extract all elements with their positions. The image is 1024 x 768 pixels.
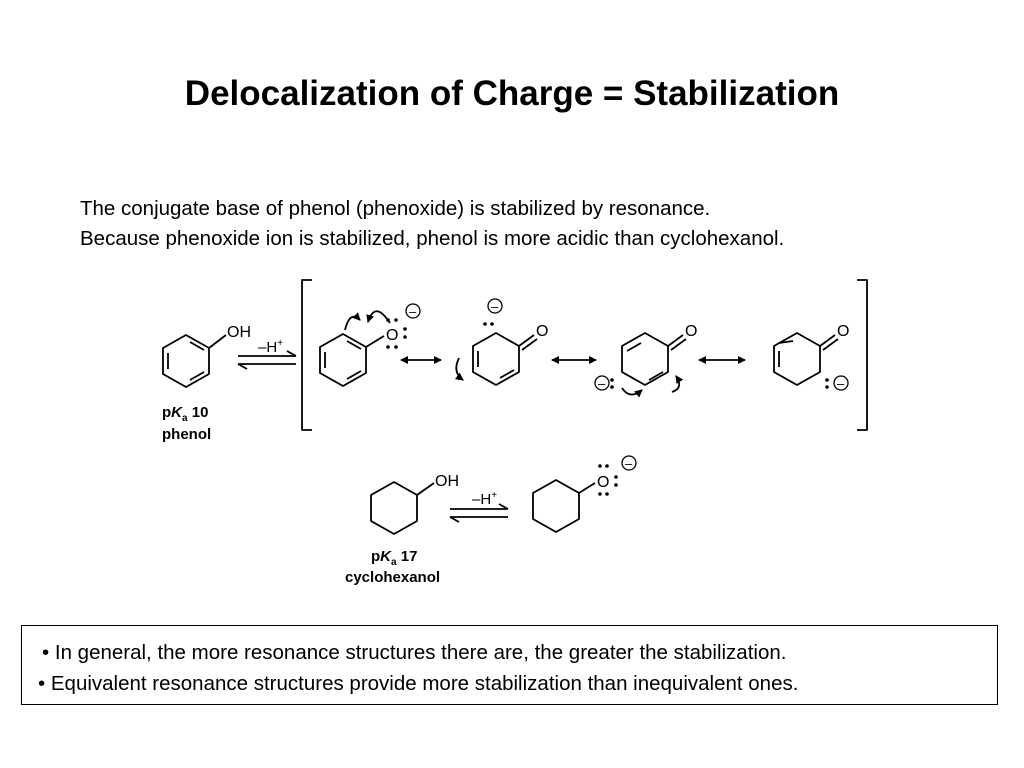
para-carbanion-structure <box>621 332 687 398</box>
carbanion-oxygen-label-2: O <box>685 323 697 340</box>
charge-circle-1 <box>405 303 421 319</box>
equilibrium-arrows-phenol <box>237 350 297 370</box>
intro-line-2: Because phenoxide ion is stabilized, phe… <box>80 227 785 250</box>
phenol-structure <box>162 334 227 388</box>
charge-sign-1: – <box>409 304 417 319</box>
intro-line-1: The conjugate base of phenol (phenoxide)… <box>80 197 711 220</box>
cyclohexanol-name-label: cyclohexanol <box>345 569 440 586</box>
lone-pair-dots <box>386 318 829 496</box>
phenol-oh-label: OH <box>227 324 251 341</box>
charge-circles <box>405 298 849 471</box>
charge-circle-5 <box>621 455 637 471</box>
charge-sign-2: – <box>491 299 499 314</box>
bullet-2: • Equivalent resonance structures provid… <box>38 672 799 695</box>
charge-circle-3 <box>594 375 610 391</box>
phenol-pka-label: pKa 10 <box>162 404 208 424</box>
ortho-carbanion-structure-2 <box>773 332 839 386</box>
cyclohexanol-structure <box>370 481 435 535</box>
bullet-1: • In general, the more resonance structu… <box>42 641 787 664</box>
equilibrium-arrows-cyclohexanol <box>449 503 509 523</box>
phenol-reagent-label: –H+ <box>258 338 283 356</box>
cyclohexanol-pka-label: pKa 17 <box>371 548 417 568</box>
charge-circle-4 <box>833 375 849 391</box>
phenoxide-structure <box>319 310 391 387</box>
cyclohexanol-oh-label: OH <box>435 473 459 490</box>
ortho-carbanion-structure <box>454 332 538 386</box>
cyclohexoxide-oxygen-label: O <box>597 474 609 491</box>
cyclohexanol-reagent-label: –H+ <box>472 490 497 508</box>
carbanion-oxygen-label-1: O <box>536 323 548 340</box>
charge-sign-5: – <box>625 456 633 471</box>
slide-title: Delocalization of Charge = Stabilization <box>184 74 840 113</box>
reaction-scheme: OH –H+ pKa 10 phenol O O O O – – – – – O… <box>162 279 868 586</box>
phenol-name-label: phenol <box>162 426 211 443</box>
intro-text: The conjugate base of phenol (phenoxide)… <box>80 194 980 254</box>
carbanion-oxygen-label-3: O <box>837 323 849 340</box>
summary-box: • In general, the more resonance structu… <box>21 625 998 705</box>
charge-circle-2 <box>487 298 503 314</box>
resonance-brackets <box>301 279 868 431</box>
cyclohexoxide-structure <box>532 479 596 533</box>
phenoxide-oxygen-label: O <box>386 327 398 344</box>
charge-sign-3: – <box>598 376 606 391</box>
charge-sign-4: – <box>837 376 845 391</box>
